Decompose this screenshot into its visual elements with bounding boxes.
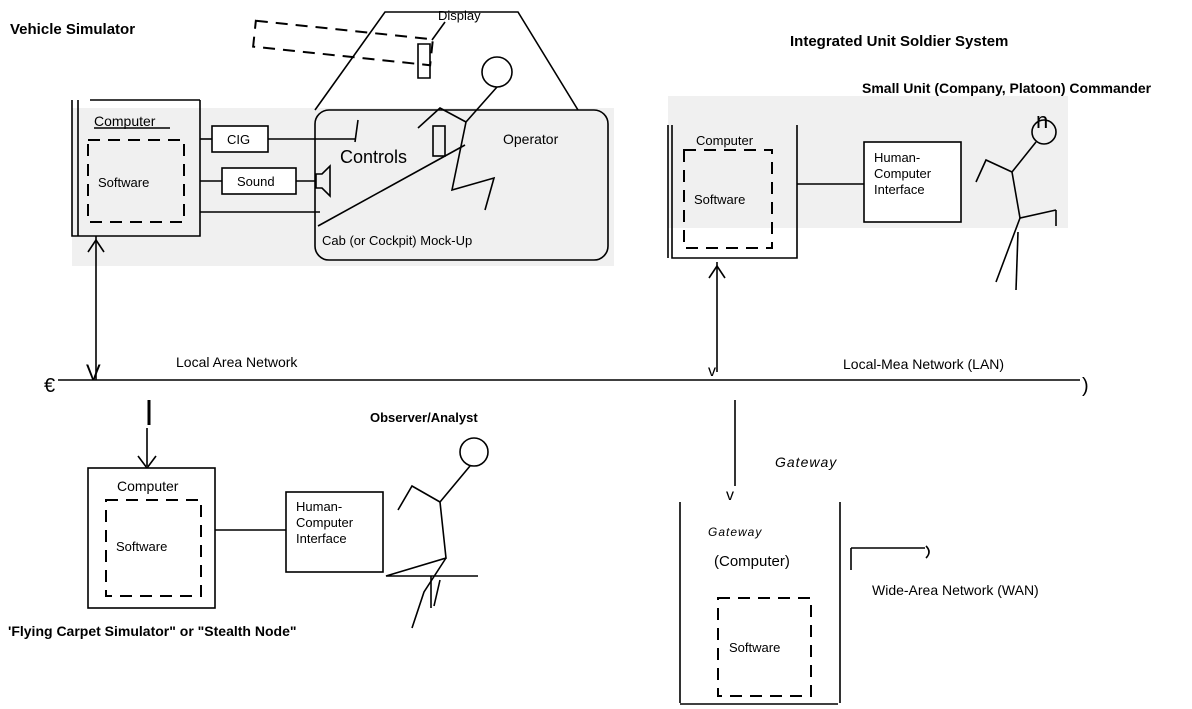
commander-head (1031, 119, 1057, 145)
commander-software-box (683, 149, 773, 249)
controls-label: Controls (340, 147, 407, 167)
observer-arm (397, 484, 441, 511)
gateway: v Gateway Gateway (Computer) Software Wi… (679, 400, 1039, 705)
gateway-computer-label: (Computer) (714, 553, 790, 570)
cab-mockup (314, 109, 609, 261)
commander-hci-line-3: Interface (874, 182, 925, 197)
commander-arm (975, 158, 1013, 183)
cab-panel-line (317, 144, 466, 227)
observer-leg-1 (411, 557, 447, 629)
stealth-computer-box (87, 467, 216, 609)
vehicle-lan-arrowhead (87, 238, 105, 253)
commander-hci-line-1: Human- (874, 150, 920, 165)
gateway-inside-label: Gateway (708, 525, 762, 539)
vehicle-computer-box (71, 100, 201, 237)
stealth-hci-line-1: Human- (296, 499, 342, 514)
lan-right-v: v (708, 363, 716, 380)
commander-software-label: Software (694, 192, 745, 207)
operator-body (450, 86, 498, 211)
commander-leg-2 (1015, 231, 1019, 291)
gateway-outside-label: Gateway (775, 454, 837, 470)
commander-body (1011, 141, 1057, 219)
stealth-software-label: Software (116, 539, 167, 554)
cab-label: Cab (or Cockpit) Mock-Up (322, 233, 472, 248)
commander-hci-line-2: Computer (874, 166, 932, 181)
commander-computer-box (671, 125, 798, 259)
integrated-unit-soldier-system: Integrated Unit Soldier System Small Uni… (667, 33, 1152, 372)
operator-label: Operator (503, 131, 559, 147)
observer-head (459, 437, 489, 467)
stealth-hci-line-2: Computer (296, 515, 354, 530)
vehicle-simulator-title: Vehicle Simulator (10, 21, 135, 38)
vehicle-shade (72, 108, 614, 266)
stealth-hci-box (285, 491, 384, 573)
vehicle-simulator: Vehicle Simulator Display Cab (or Cockpi… (10, 8, 609, 380)
commander-computer-label: Computer (696, 133, 754, 148)
observer-label: Observer/Analyst (370, 410, 478, 425)
display-dashed-outline (252, 19, 434, 67)
lan-right-end: ) (1082, 375, 1089, 397)
display-housing (314, 11, 579, 111)
lan-right-label: Local-Mea Network (LAN) (843, 356, 1004, 372)
stealth-software-box (105, 499, 202, 597)
lan-left-v: V (86, 360, 101, 385)
controls-pointer (354, 119, 359, 143)
gateway-box (679, 502, 841, 705)
observer-body (385, 465, 478, 577)
vehicle-software-box (87, 139, 185, 223)
commander-hci-box (863, 141, 962, 223)
gateway-software-box (717, 597, 812, 697)
wan-bracket-right (925, 545, 930, 559)
stealth-node: Computer Software Human- Computer Interf… (8, 400, 489, 639)
operator-head (481, 56, 513, 88)
vehicle-software-label: Software (98, 175, 149, 190)
commander-lan-arrowhead (708, 264, 726, 279)
observer-leg-2 (433, 579, 441, 607)
commander-label: Small Unit (Company, Platoon) Commander (862, 80, 1152, 96)
control-stick (432, 125, 446, 157)
cig-label: CIG (227, 132, 250, 147)
commander-leg-1 (995, 217, 1021, 283)
display-label: Display (438, 8, 481, 23)
gateway-v: v (726, 487, 734, 504)
local-area-network: € ) V v Local Area Network Local-Mea Net… (44, 354, 1089, 397)
display-pointer (431, 21, 446, 41)
speaker-icon (315, 164, 331, 198)
lan-left-label: Local Area Network (176, 354, 298, 370)
stealth-computer-label: Computer (117, 478, 179, 494)
gateway-software-label: Software (729, 640, 780, 655)
stealth-hci-line-3: Interface (296, 531, 347, 546)
stealth-caption: 'Flying Carpet Simulator" or "Stealth No… (8, 623, 297, 639)
operator-arm (417, 107, 467, 129)
display-screen (417, 43, 431, 79)
integrated-unit-title: Integrated Unit Soldier System (790, 33, 1008, 50)
wan-label: Wide-Area Network (WAN) (872, 582, 1039, 598)
vehicle-computer-label: Computer (94, 113, 156, 129)
lan-left-end: € (44, 375, 55, 397)
sound-label: Sound (237, 174, 275, 189)
